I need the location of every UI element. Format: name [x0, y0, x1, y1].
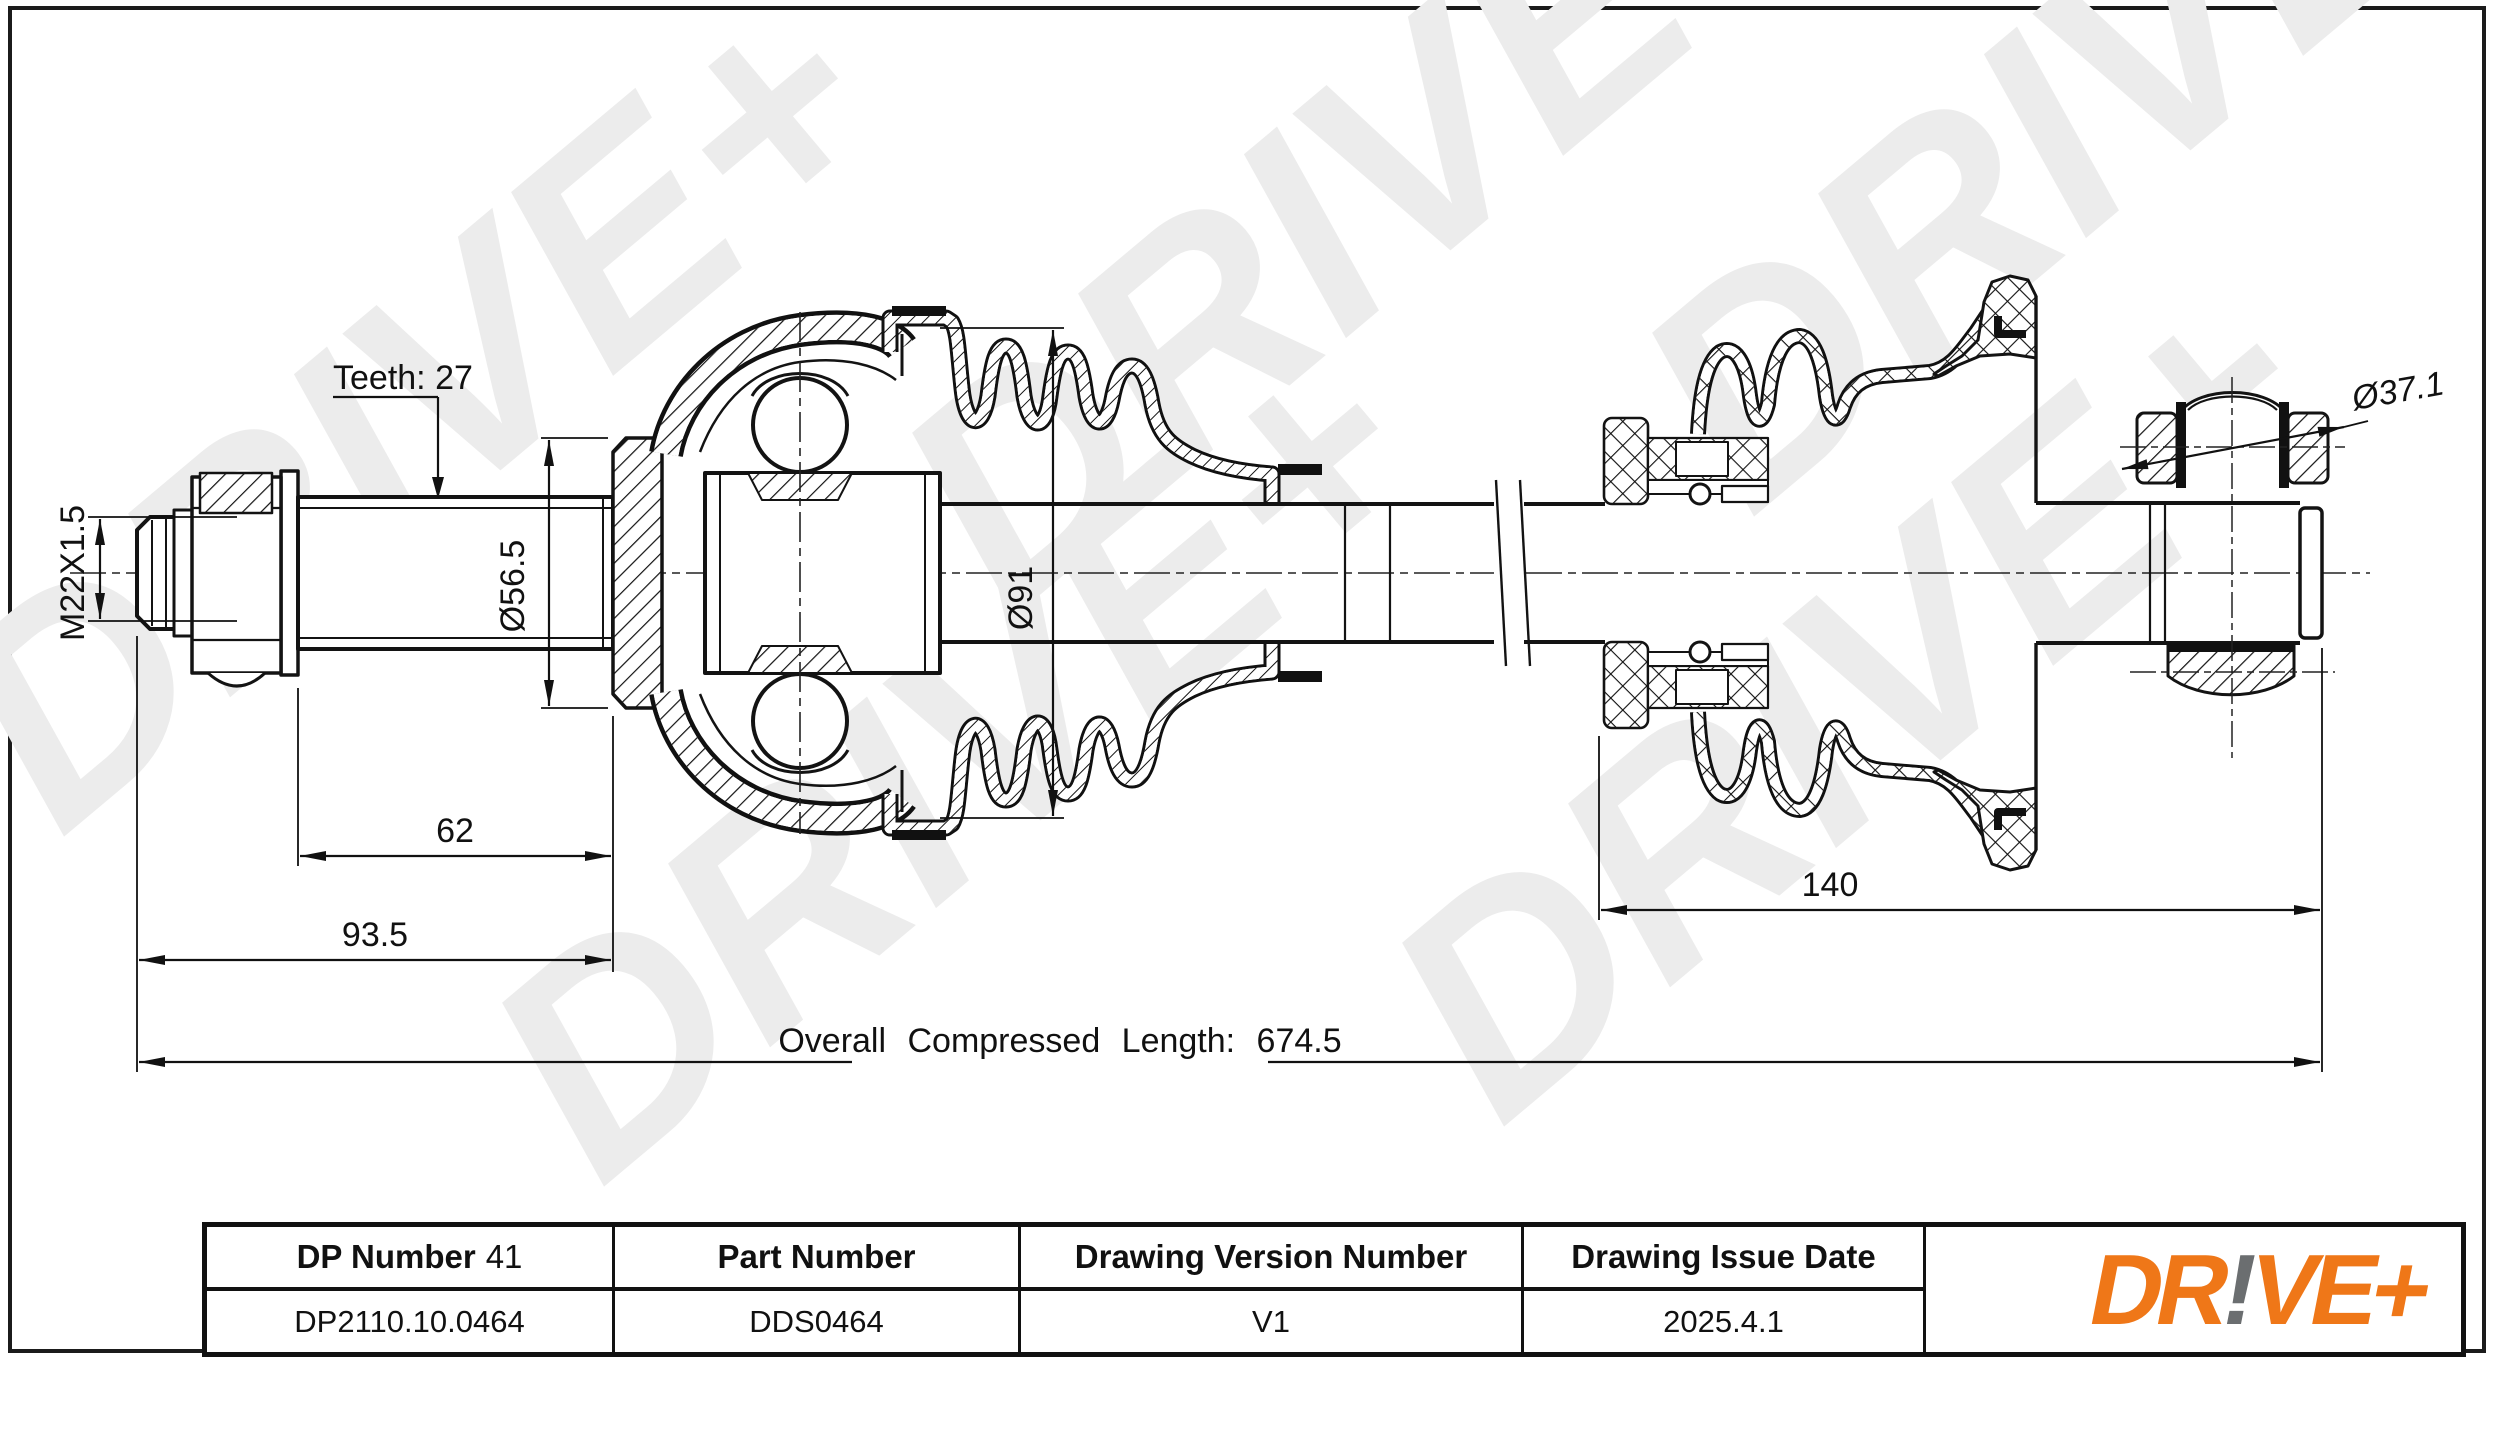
- extension-lines: [88, 327, 2323, 1072]
- threaded-stub: [135, 508, 194, 638]
- spline-shaft: [296, 495, 615, 651]
- drawing-version-header: Drawing Version Number: [1021, 1227, 1524, 1291]
- dim-140: 140: [1802, 866, 1859, 904]
- dim-93-5: 93.5: [342, 916, 408, 954]
- part-number-value: DDS0464: [615, 1291, 1021, 1352]
- dp-number-value-inline: 41: [485, 1238, 523, 1275]
- part-number-header: Part Number: [615, 1227, 1021, 1291]
- dp-number-value: DP2110.10.0464: [207, 1291, 615, 1352]
- joint-flange: [611, 436, 664, 710]
- teeth-label: Teeth: 27: [333, 359, 473, 397]
- brand-logo-cell: DR!VE+: [1926, 1227, 2461, 1352]
- inner-joint-housing: [1602, 416, 1770, 730]
- dimension-lines: [95, 330, 2369, 1067]
- mid-shaft: [940, 479, 1605, 667]
- outer-boot: [881, 306, 1322, 840]
- drive-plus-logo: DR!VE+: [2081, 1233, 2437, 1346]
- axle-geometry: [135, 274, 2345, 872]
- drawing-version-value: V1: [1021, 1291, 1524, 1352]
- lock-nut: [190, 469, 300, 688]
- dia91-label: Ø91: [1002, 566, 1040, 630]
- thread-label: M22X1.5: [54, 505, 92, 641]
- axle-technical-drawing: DRIVE+ DRIVE+ DRIVE+ DRIVE+ DRIVE+: [0, 0, 2500, 1239]
- dia56-label: Ø56.5: [494, 540, 532, 633]
- teeth-leader-arrow: [432, 477, 444, 499]
- overall-length-label: Overall Compressed Length: 674.5: [778, 1022, 1341, 1060]
- inner-boot: [1690, 274, 2038, 872]
- issue-date-header: Drawing Issue Date: [1524, 1227, 1926, 1291]
- dim-62: 62: [436, 812, 474, 850]
- dia37-label: Ø37.1: [2348, 364, 2447, 418]
- issue-date-value: 2025.4.1: [1524, 1291, 1926, 1352]
